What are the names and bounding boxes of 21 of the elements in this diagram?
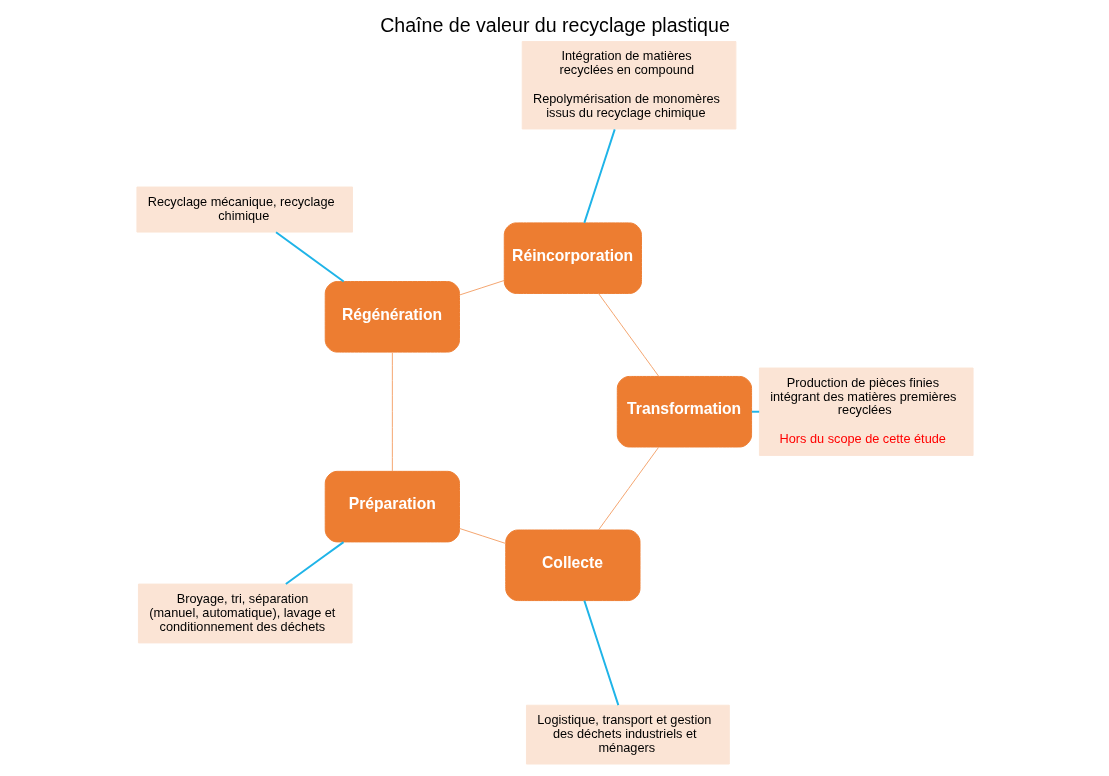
node-box: Collecte [504,529,640,602]
node-box: Intégration de matières recyclées en compound Repolymérisation de monomères issus du recyclage chimique [521,41,736,130]
diagram-title: Chaîne de valeur du recyclage plastique [379,13,730,36]
connector [458,280,505,296]
node-box: Broyage, tri, séparation (manuel, automatique), lavage et conditionnement des déchets [137,583,353,644]
node-box: Réincorporation [503,222,642,294]
connector [750,410,760,413]
node-box: Production de pièces finies intégrant des matières premières recyclées Hors du scope de cette étude [758,367,974,456]
node-box: Logistique, transport et gestion des déchets industriels et ménagers [525,704,730,765]
node-box: Préparation [324,470,460,543]
node-box: Transformation [616,375,752,448]
connector [284,541,345,585]
connector [582,599,619,707]
connector [582,128,616,224]
connector [274,231,345,283]
connector [597,446,659,531]
connector [391,351,393,472]
connector [597,293,659,377]
node-box: Régénération [324,281,460,353]
node-box: Recyclage mécanique, recyclage chimique [135,186,353,233]
connector [458,528,506,544]
